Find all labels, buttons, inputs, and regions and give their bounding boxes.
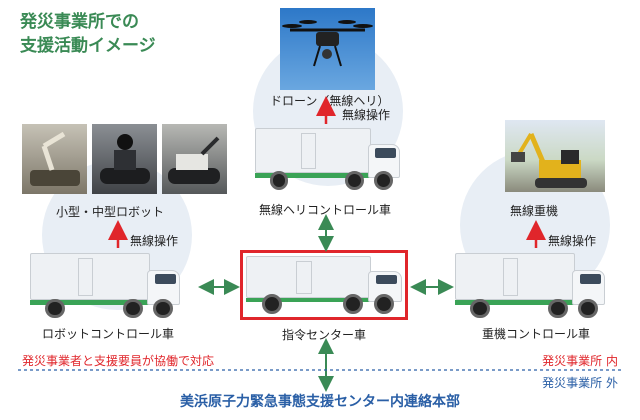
robot-control-label: 無線操作 [130,234,179,248]
robot-control-truck [30,253,180,318]
robot-tracked-icon [168,136,220,184]
heavy-control-label: 無線操作 [548,234,597,248]
excavator-icon [511,132,587,188]
heavy-control-vehicle-label: 重機コントロール車 [482,327,591,341]
excavator-photo [505,120,605,192]
title-line-1: 発災事業所での [20,12,139,32]
heli-control-label: 無線ヘリコントロール車 [259,203,392,217]
outside-site-label: 発災事業所 外 [542,376,618,390]
robot-crawler-icon [100,134,150,184]
drone-icon [282,20,373,67]
robot-arm-icon [30,131,80,186]
hq-label: 美浜原子力緊急事態支援センター内連絡本部 [180,394,460,410]
cooperation-note: 発災事業者と支援要員が協働で対応 [22,354,215,368]
title-line-2: 支援活動イメージ [20,36,156,56]
robot-control-vehicle-label: ロボットコントロール車 [42,327,175,341]
heli-control-truck [255,128,400,190]
command-center-label: 指令センター車 [282,328,367,342]
robot-label: 小型・中型ロボット [56,205,165,219]
heavy-label: 無線重機 [510,204,559,218]
heavy-control-truck [455,253,605,318]
robot-photo-3 [162,124,227,194]
robot-photo-1 [22,124,87,194]
robot-photo-2 [92,124,157,194]
diagram-title: 発災事業所での 支援活動イメージ [20,10,156,58]
command-center-truck [240,250,408,320]
drone-control-label: 無線操作 [342,108,391,122]
inside-site-label: 発災事業所 内 [542,354,618,368]
drone-photo [280,8,375,90]
